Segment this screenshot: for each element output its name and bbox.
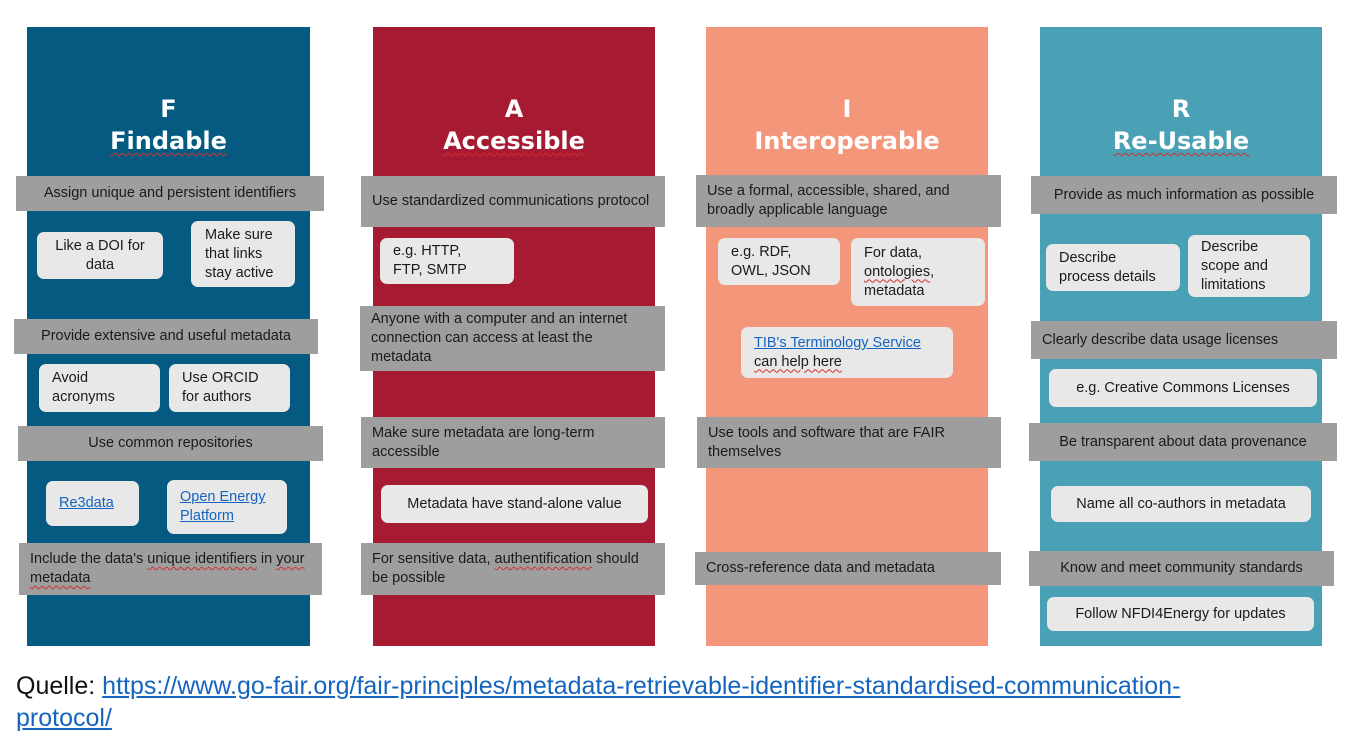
pill-http: e.g. HTTP, FTP, SMTP — [380, 238, 514, 284]
box-include-identifiers: Include the data's unique identifiers in… — [19, 543, 322, 595]
box-community-standards: Know and meet community standards — [1029, 551, 1334, 586]
box-formal-language: Use a formal, accessible, shared, and br… — [696, 175, 1001, 227]
column-reusable-title: R Re-Usable — [1112, 95, 1250, 155]
box-assign-identifiers: Assign unique and persistent identifiers — [16, 176, 324, 211]
box-sensitive-data: For sensitive data, authentification sho… — [361, 543, 665, 595]
pill-rdf: e.g. RDF, OWL, JSON — [718, 238, 840, 285]
pill-creative-commons: e.g. Creative Commons Licenses — [1049, 369, 1317, 407]
pill-stand-alone: Metadata have stand-alone value — [381, 485, 648, 523]
box-much-information: Provide as much information as possible — [1031, 176, 1337, 214]
box-cross-reference: Cross-reference data and metadata — [695, 552, 1001, 585]
pill-use-orcid: Use ORCID for authors — [169, 364, 290, 412]
box-long-term: Make sure metadata are long-term accessi… — [361, 417, 665, 468]
box-data-provenance: Be transparent about data provenance — [1029, 423, 1337, 461]
pill-avoid-acronyms: Avoid acronyms — [39, 364, 160, 412]
link-tib-terminology-service[interactable]: TIB's Terminology Service — [754, 334, 921, 351]
column-accessible-title: A Accessible — [443, 95, 585, 155]
column-interoperable-title: I Interoperable — [754, 95, 940, 155]
box-usage-licenses: Clearly describe data usage licenses — [1031, 321, 1337, 359]
column-findable-title: F Findable — [110, 95, 227, 155]
source-link[interactable]: https://www.go-fair.org/fair-principles/… — [16, 672, 1181, 732]
pill-doi: Like a DOI for data — [37, 232, 163, 279]
box-anyone-access: Anyone with a computer and an internet c… — [360, 306, 665, 371]
link-re3data[interactable]: Re3data — [59, 495, 114, 511]
box-common-repositories: Use common repositories — [18, 426, 323, 461]
box-standardized-protocol: Use standardized communications protocol — [361, 176, 665, 227]
pill-process-details: Describe process details — [1046, 244, 1180, 291]
link-open-energy-platform[interactable]: Open Energy Platform — [180, 489, 266, 524]
box-fair-tools: Use tools and software that are FAIR the… — [697, 417, 1001, 468]
box-extensive-metadata: Provide extensive and useful metadata — [14, 319, 318, 354]
pill-ontologies: For data, ontologies, metadata — [851, 238, 985, 306]
pill-scope-limitations: Describe scope and limitations — [1188, 235, 1310, 297]
link-oep-pill[interactable]: Open Energy Platform — [167, 480, 287, 534]
pill-nfdi4energy: Follow NFDI4Energy for updates — [1047, 597, 1314, 631]
pill-co-authors: Name all co-authors in metadata — [1051, 486, 1311, 522]
pill-links-active: Make sure that links stay active — [191, 221, 295, 287]
source-label: Quelle: — [16, 672, 103, 700]
link-re3data-pill[interactable]: Re3data — [46, 481, 139, 526]
source-citation: Quelle: https://www.go-fair.org/fair-pri… — [16, 670, 1216, 734]
